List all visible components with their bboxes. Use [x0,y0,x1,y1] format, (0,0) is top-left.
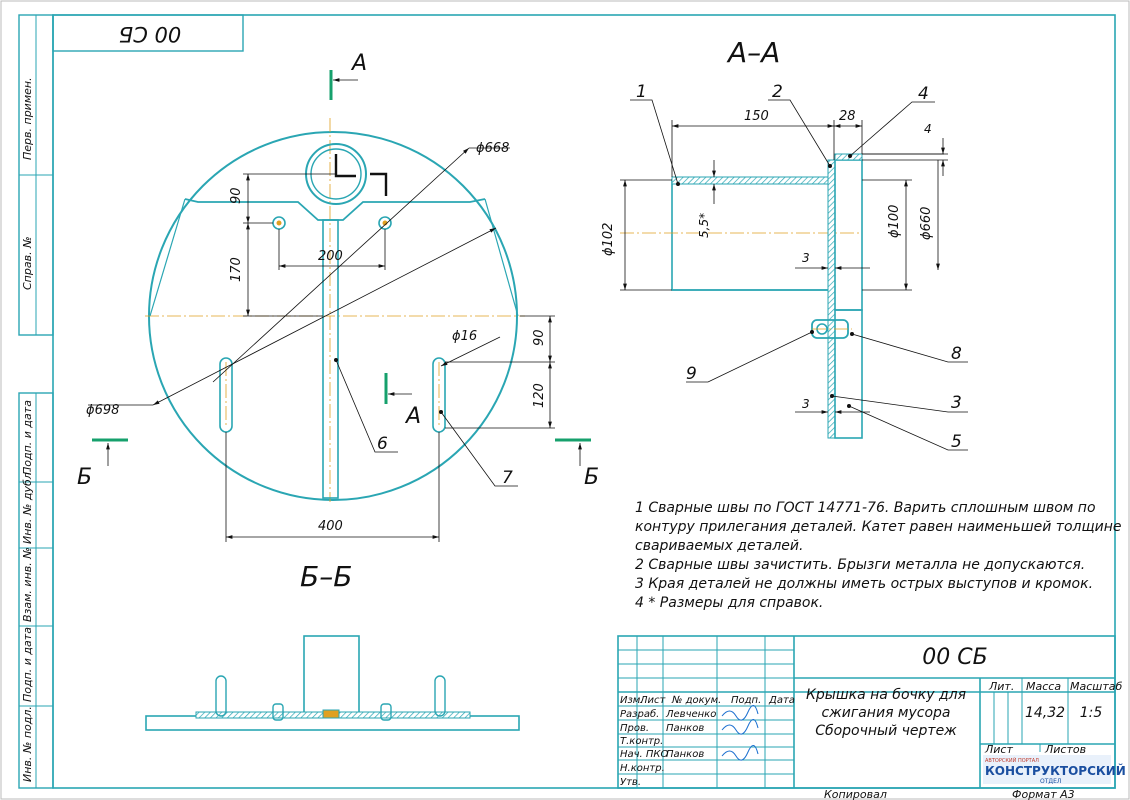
callout-9: 9 [686,364,697,384]
dim-t55: 5,5* [697,213,711,238]
section-aa-title: А–А [726,36,780,69]
title-name-1: сжигания мусора [821,705,950,721]
dim-w200: 200 [318,249,343,264]
note-line-2: свариваемых деталей. [635,538,803,554]
section-aa: А–А 150 28 4 ϕ102 5,5* [601,36,968,452]
signature-1 [721,705,759,721]
side-label-1: Справ. № [21,236,34,290]
col-sign: Подп. [731,695,761,706]
lit-label: Лит. [988,680,1014,693]
cut-a-bottom: А [404,404,421,429]
dim-h90-top: 90 [229,187,244,204]
callout-1: 1 [636,82,647,102]
col-date: Дата [768,695,795,706]
dim-h170: 170 [229,257,244,282]
role-0: Разраб. [620,708,659,720]
side-label-5: Подп. и дата [21,627,34,702]
sheets-label: Листов [1044,743,1086,756]
role-2: Т.контр. [620,736,663,747]
role-3: Нач. ПКО [620,749,669,760]
callout-2: 2 [772,82,783,102]
callout-6: 6 [377,434,388,454]
dim-t4: 4 [924,122,932,136]
left-binding-strip: Перв. примен. Справ. № Подп. и дата Инв.… [18,14,54,789]
callout-3: 3 [951,393,962,413]
scale-value: 1:5 [1080,705,1103,721]
note-line-0: 1 Сварные швы по ГОСТ 14771-76. Варить с… [635,500,1096,516]
note-line-4: 3 Края деталей не должны иметь острых вы… [635,576,1093,592]
role-4: Н.контр. [620,763,665,774]
cut-b-right: Б [584,465,599,490]
dim-w150: 150 [744,109,769,124]
dim-d660: ϕ660 [919,207,934,240]
col-list: Лист [639,695,667,706]
side-label-2: Подп. и дата [21,400,34,475]
top-stamp-text: 00 СБ [119,22,181,46]
mass-label: Масса [1026,680,1061,693]
title-block: 00 СБ Крышка на бочку для сжигания мусор… [617,635,1126,800]
side-label-3: Инв. № дубл. [21,469,34,544]
top-stamp: 00 СБ [52,14,244,52]
note-line-1: контуру прилегания деталей. Катет равен … [635,519,1122,535]
dim-d16: ϕ16 [452,329,477,344]
dim-t3b: 3 [802,397,810,411]
plan-view: ϕ668 ϕ698 90 170 200 90 120 ϕ16 400 [77,51,599,542]
callout-5: 5 [951,432,962,452]
cut-b-left: Б [77,465,92,490]
sheet-label: Лист [984,743,1013,756]
dim-d698: ϕ698 [86,403,119,418]
dim-h90-slot: 90 [532,329,547,346]
section-bb: Б–Б [145,560,520,731]
title-name-2: Сборочный чертеж [815,723,957,739]
cut-a-top: А [350,51,367,76]
mass-value: 14,32 [1025,705,1065,721]
logo-sub: ОТДЕЛ [1040,778,1061,785]
dim-d100: ϕ100 [887,205,902,238]
callout-7: 7 [502,468,513,488]
brand-logo: АВТОРСКИЙ ПОРТАЛ КОНСТРУКТОРСКИЙ ОТДЕЛ [983,755,1126,785]
name-1: Панков [666,723,704,734]
note-line-3: 2 Сварные швы зачистить. Брызги металла … [635,557,1085,573]
dim-w28: 28 [839,109,856,124]
role-5: Утв. [620,777,641,788]
note-line-5: 4 * Размеры для справок. [635,595,823,611]
title-name-0: Крышка на бочку для [806,687,966,703]
name-3: Панков [666,749,704,760]
scale-label: Масштаб [1070,680,1122,693]
dim-w400: 400 [318,519,343,534]
section-bb-title: Б–Б [300,560,352,593]
dim-t3a: 3 [802,251,810,265]
format-label: Формат А3 [1012,788,1075,800]
dim-h120: 120 [532,383,547,408]
side-label-0: Перв. примен. [21,77,34,160]
role-1: Пров. [620,723,649,734]
signature-2 [721,719,759,735]
callout-4: 4 [918,84,929,104]
dim-d668: ϕ668 [476,141,509,156]
col-izm: Изм. [620,695,644,706]
copied-label: Копировал [824,788,887,800]
col-doc: № докум. [671,695,721,706]
technical-notes: 1 Сварные швы по ГОСТ 14771-76. Варить с… [635,500,1122,611]
logo-main: КОНСТРУКТОРСКИЙ [985,763,1126,778]
callout-8: 8 [951,344,962,364]
signature-3 [721,745,759,761]
logo-top: АВТОРСКИЙ ПОРТАЛ [985,757,1039,764]
dim-d102: ϕ102 [601,223,616,256]
side-label-4: Взам. инв. № [21,547,34,622]
side-label-6: Инв. № подл. [21,706,34,782]
name-0: Левченко [665,709,716,720]
title-designation: 00 СБ [922,645,987,670]
